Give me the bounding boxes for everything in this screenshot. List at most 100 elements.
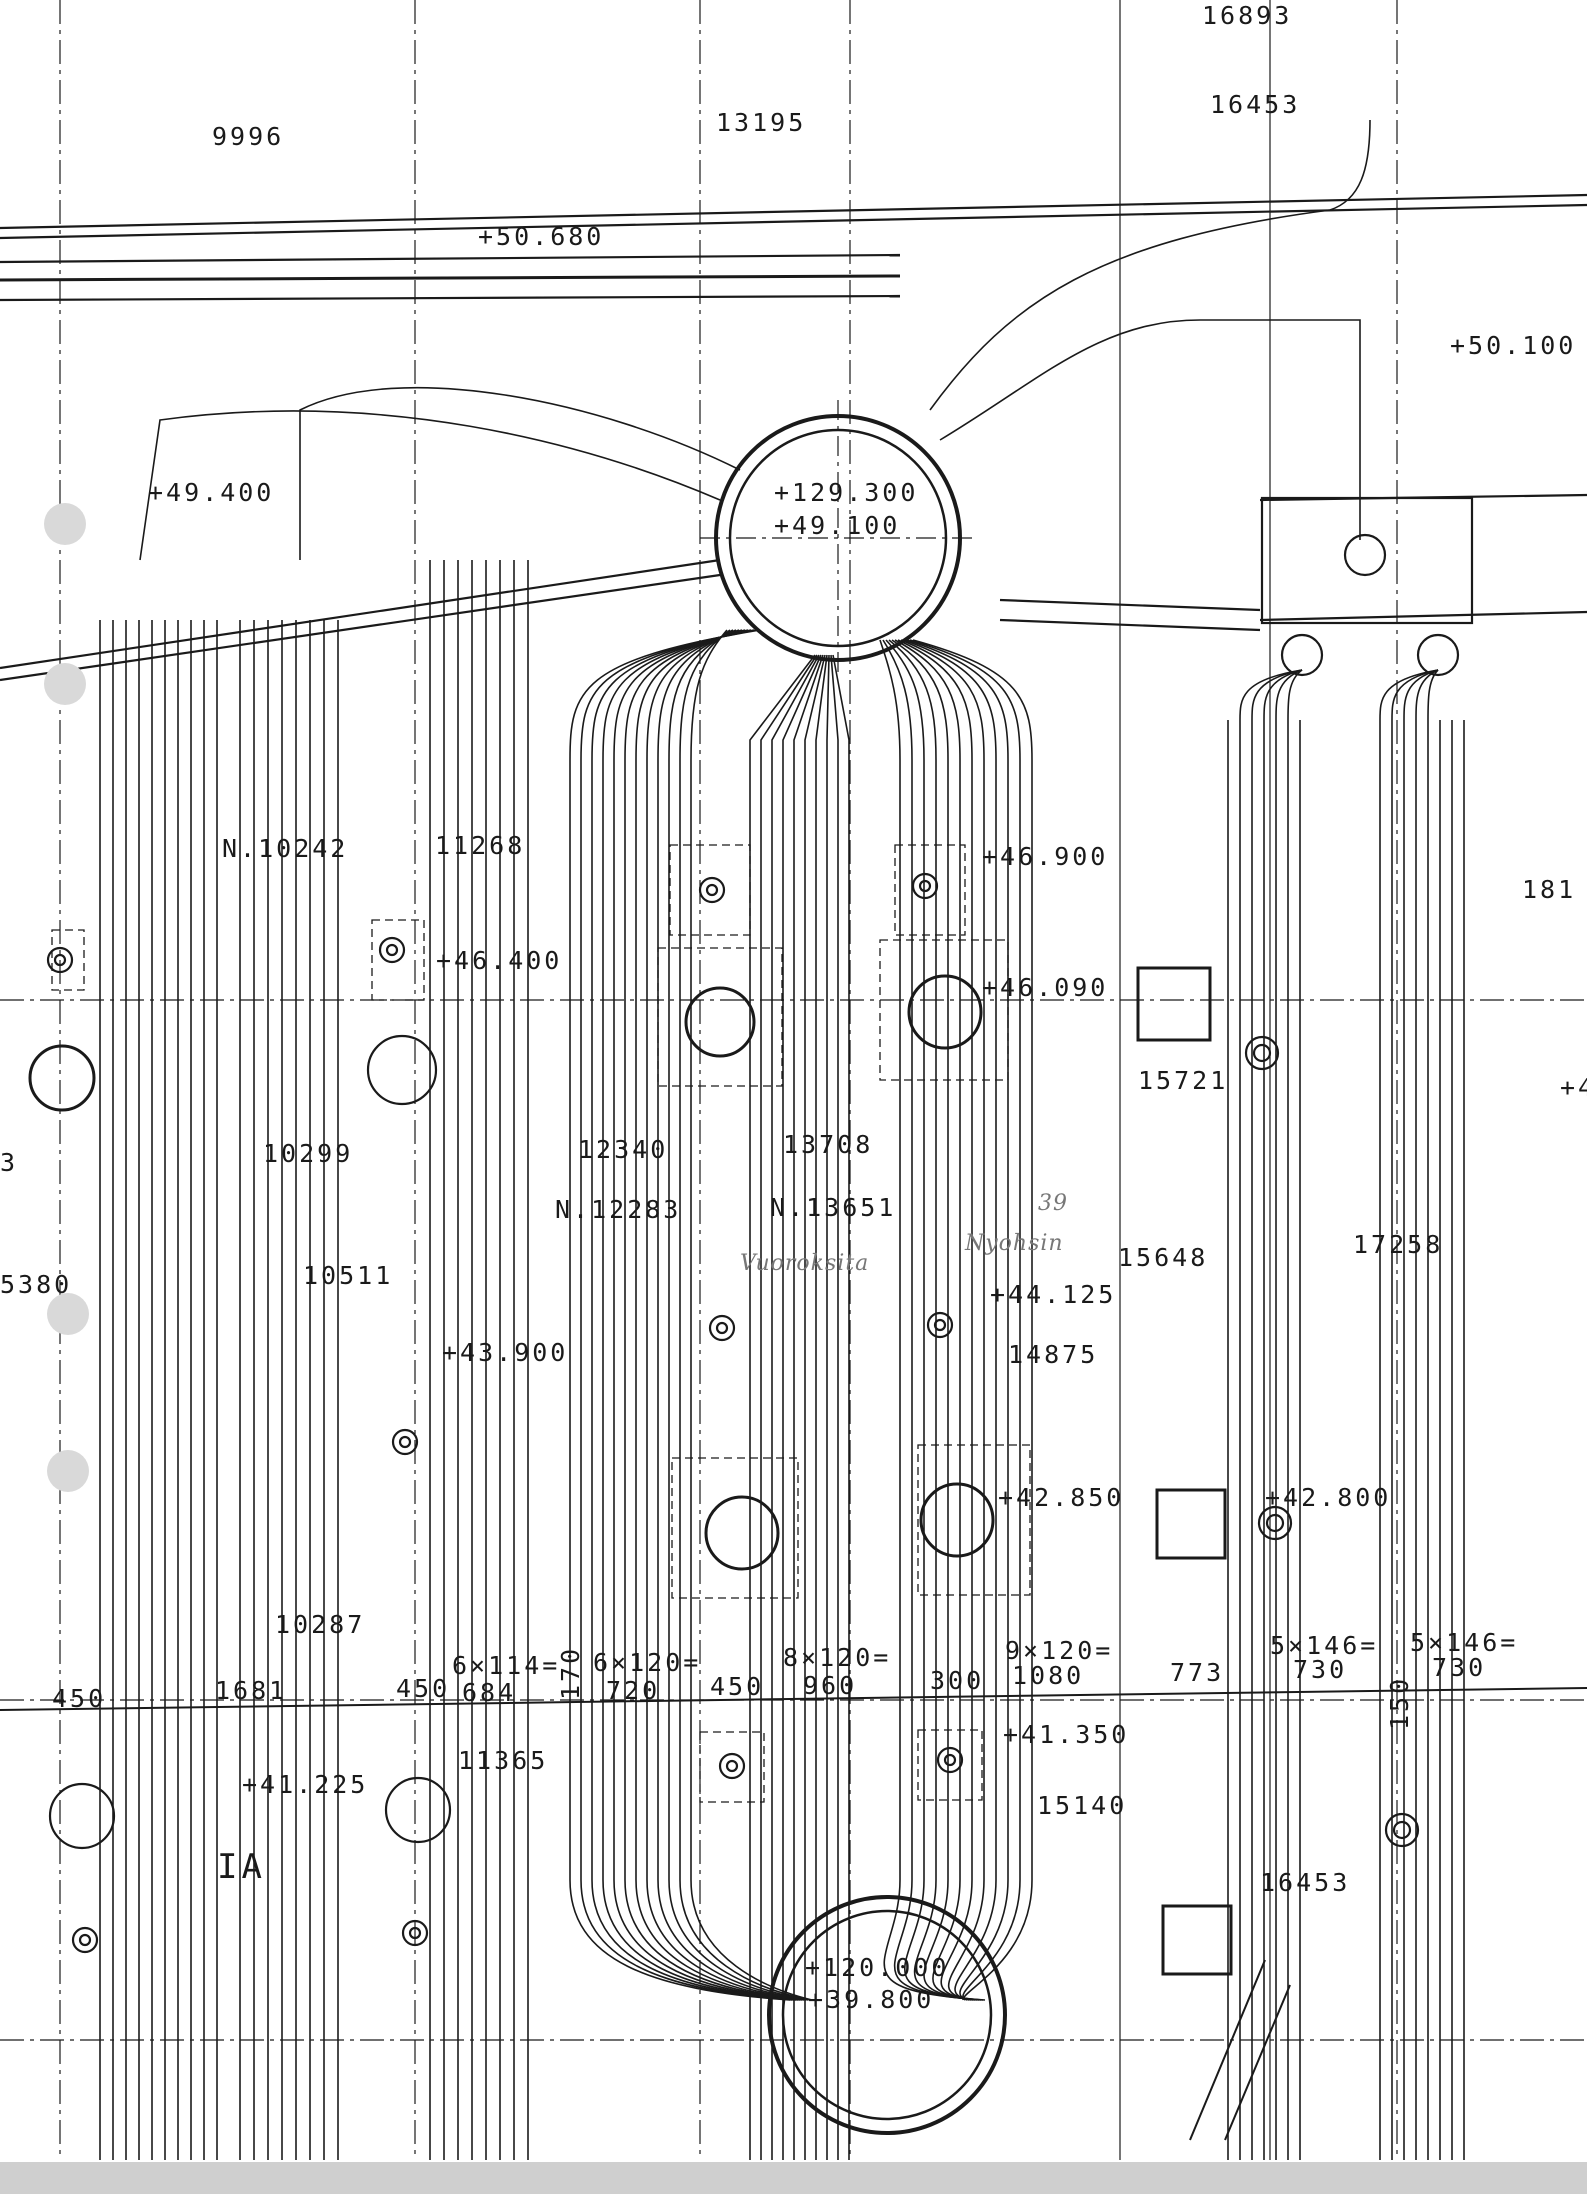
dim-14875: 14875 xyxy=(1008,1340,1099,1369)
dim-15140: 15140 xyxy=(1037,1791,1128,1820)
tube-bend xyxy=(903,639,997,2001)
elev-50100: +50.100 xyxy=(1450,331,1577,360)
tube-bend xyxy=(1427,669,1439,721)
tube-bend xyxy=(569,629,791,2001)
spacing-450-c: 450 xyxy=(710,1672,765,1701)
elev-50680: +50.680 xyxy=(478,222,605,251)
tube-bend xyxy=(591,629,795,2001)
handwritten-word-2: Vuoroksita xyxy=(740,1251,870,1276)
dim-10511: 10511 xyxy=(303,1261,394,1290)
tube-bend xyxy=(830,654,839,2160)
tube-bend xyxy=(882,639,984,2001)
handwritten-word-1: Nyohsin xyxy=(965,1231,1064,1256)
dim-13708: 13708 xyxy=(783,1130,874,1159)
tube-bend xyxy=(832,654,850,2160)
spacing-6x114: 6×114= xyxy=(452,1651,561,1680)
dim-9996: 9996 xyxy=(212,122,285,151)
tube-bend xyxy=(782,654,822,2160)
spacing-5x146-b: 5×146= xyxy=(1410,1628,1519,1657)
elev-42800: +42.800 xyxy=(1265,1483,1392,1512)
tube-bend xyxy=(760,654,818,2160)
tube-bend xyxy=(879,639,986,2001)
elev-42850: +42.850 xyxy=(998,1483,1125,1512)
tube-bend xyxy=(690,629,813,2001)
tube-bend xyxy=(613,629,799,2001)
tube-bundle xyxy=(99,119,1465,2160)
tube-bend xyxy=(815,654,828,2160)
dim-left-partial-a: 3 xyxy=(0,1148,19,1177)
tube-bend xyxy=(891,639,978,2001)
spacing-9x120: 9×120= xyxy=(1005,1636,1114,1665)
upper-drum-label-2: +49.100 xyxy=(774,511,901,540)
tube-bend xyxy=(1287,669,1303,721)
tube-bend xyxy=(894,639,976,2001)
tube-bend xyxy=(939,319,1361,540)
dim-right-partial-b: +4 xyxy=(1560,1073,1587,1102)
spacing-720: 720 xyxy=(606,1676,661,1705)
tube-bend xyxy=(602,629,797,2001)
spacing-1080: 1080 xyxy=(1012,1661,1085,1690)
tube-bend xyxy=(679,629,811,2001)
spacing-300: 300 xyxy=(930,1666,985,1695)
elev-49400: +49.400 xyxy=(148,478,275,507)
dim-16453-bottom: 16453 xyxy=(1260,1868,1351,1897)
tube-bend xyxy=(900,639,985,2001)
dim-right-partial: 181 xyxy=(1522,875,1577,904)
dim-11365: 11365 xyxy=(458,1746,549,1775)
dim-10299: 10299 xyxy=(263,1139,354,1168)
tube-bend xyxy=(749,654,816,2160)
dim-17258: 17258 xyxy=(1353,1230,1444,1259)
tube-bend xyxy=(1251,669,1303,721)
lower-drum-label-1: +120.000 xyxy=(805,1953,950,1982)
scan-bottom-band xyxy=(0,2162,1587,2194)
tube-bend xyxy=(912,639,1033,2001)
tube-bend xyxy=(1391,669,1439,721)
spacing-684: 684 xyxy=(462,1678,517,1707)
dim-16453-top: 16453 xyxy=(1210,90,1301,119)
tube-bend xyxy=(826,654,830,2160)
elev-41225: +41.225 xyxy=(242,1770,369,1799)
tube-bend xyxy=(646,629,805,2001)
tube-bend xyxy=(139,410,721,561)
tube-bend xyxy=(635,629,803,2001)
dim-12340: 12340 xyxy=(578,1135,669,1164)
elev-43900: +43.900 xyxy=(442,1338,569,1367)
tube-bend xyxy=(624,629,801,2001)
elev-46090: +46.090 xyxy=(982,973,1109,1002)
punch-hole xyxy=(44,663,86,705)
upper-drum-label-1: +129.300 xyxy=(774,478,919,507)
spacing-170: 170 xyxy=(556,1645,585,1700)
tube-bend xyxy=(804,654,826,2160)
dim-n12283: N.12283 xyxy=(555,1195,682,1224)
spacing-730-b: 730 xyxy=(1432,1653,1487,1682)
tube-bend xyxy=(909,639,1021,2001)
spacing-150: 150 xyxy=(1385,1675,1414,1730)
tube-bend xyxy=(929,119,1371,411)
dim-10287: 10287 xyxy=(275,1610,366,1639)
tube-bend xyxy=(897,639,974,2001)
tube-bend xyxy=(668,629,809,2001)
tube-bend xyxy=(888,639,980,2001)
spacing-8x120: 8×120= xyxy=(783,1643,892,1672)
punch-hole xyxy=(44,503,86,545)
spacing-5x146-a: 5×146= xyxy=(1270,1631,1379,1660)
tube-bend xyxy=(906,639,1009,2001)
lower-drum-label-2: +39.800 xyxy=(808,1985,935,2014)
tube-bend xyxy=(1415,669,1439,721)
tube-bend xyxy=(299,386,741,560)
spacing-450-b: 450 xyxy=(396,1674,451,1703)
dim-n10242: N.10242 xyxy=(222,834,349,863)
dim-11268: 11268 xyxy=(435,831,526,860)
dim-16893: 16893 xyxy=(1202,1,1293,30)
dim-n13651: N.13651 xyxy=(770,1193,897,1222)
tube-bend xyxy=(657,629,807,2001)
dim-15721: 15721 xyxy=(1138,1066,1229,1095)
tube-bend xyxy=(771,654,820,2160)
tube-bend xyxy=(885,639,982,2001)
tube-bend xyxy=(1379,669,1439,721)
elev-44125: +44.125 xyxy=(990,1280,1117,1309)
tube-bend xyxy=(793,654,824,2160)
